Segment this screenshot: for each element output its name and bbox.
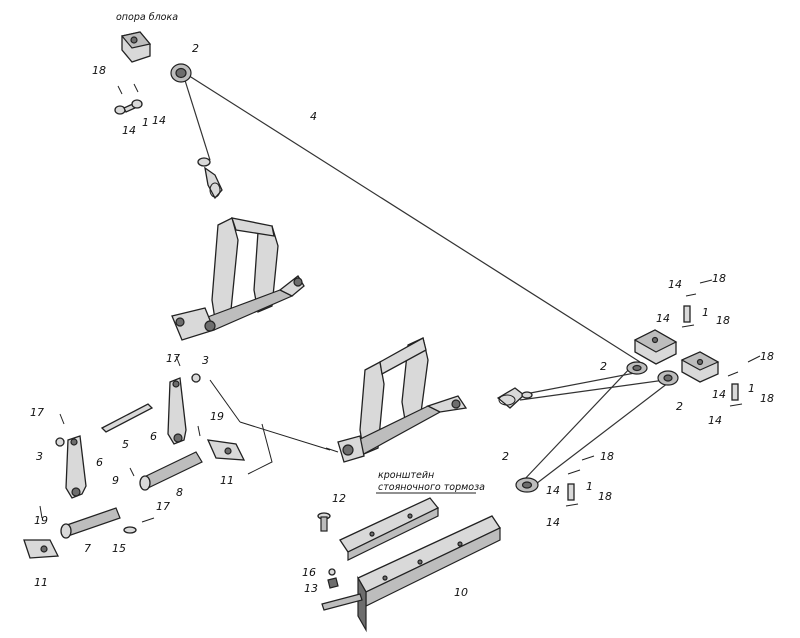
label-c-10: 10 xyxy=(454,586,468,599)
label-l-17b: 17 xyxy=(30,406,44,419)
lever-6-upper xyxy=(167,377,187,445)
label-l-5: 5 xyxy=(122,438,129,451)
label-r-pulley-2a: 2 xyxy=(600,360,607,373)
label-l-7: 7 xyxy=(84,542,91,555)
leader-lines xyxy=(209,379,339,475)
label-l-11b: 11 xyxy=(34,576,48,589)
label-l-3a: 3 xyxy=(202,354,209,367)
right-pin-set-3 xyxy=(565,455,595,507)
label-top-1: 1 xyxy=(142,116,149,129)
cable-top-end xyxy=(182,73,211,161)
caption-bracket-2: стояночного тормоза xyxy=(378,482,485,493)
label-r-18b: 18 xyxy=(716,314,730,327)
label-r-14e: 14 xyxy=(546,484,560,497)
label-l-9: 9 xyxy=(112,474,119,487)
label-r-14d: 14 xyxy=(708,414,722,427)
cable-run-lower-a xyxy=(521,364,634,483)
lever-6-lower xyxy=(65,435,87,499)
label-r-1b: 1 xyxy=(748,382,755,395)
label-l-6b: 6 xyxy=(96,456,103,469)
label-r-14f: 14 xyxy=(546,516,560,529)
right-pulley-c xyxy=(515,477,539,493)
link-11-upper xyxy=(206,439,246,461)
label-top-18: 18 xyxy=(92,64,106,77)
label-c-12: 12 xyxy=(332,492,346,505)
label-r-pulley-2c: 2 xyxy=(502,450,509,463)
label-l-8: 8 xyxy=(176,486,183,499)
label-top-14a: 14 xyxy=(122,124,136,137)
label-r-pulley-2b: 2 xyxy=(676,400,683,413)
block-support xyxy=(120,31,152,63)
bracket-frame-center xyxy=(337,337,468,463)
bolt-12 xyxy=(317,512,331,532)
nut-13 xyxy=(327,568,339,589)
cable-4 xyxy=(182,71,641,363)
caption-bracket-1: кронштейн xyxy=(378,470,434,481)
plate-5 xyxy=(100,403,154,433)
label-cable-4: 4 xyxy=(310,110,317,123)
label-c-16: 16 xyxy=(302,566,316,579)
shaft-7 xyxy=(60,507,121,539)
caption-block-support: опора блока xyxy=(116,12,178,23)
link-11-lower xyxy=(23,539,60,559)
label-r-14b: 14 xyxy=(656,312,670,325)
label-r-1a: 1 xyxy=(702,306,709,319)
label-top-pulley: 2 xyxy=(192,42,199,55)
bracket-rail-upper xyxy=(339,497,440,561)
small-washers xyxy=(55,373,201,534)
label-l-11a: 11 xyxy=(220,474,234,487)
label-r-18f: 18 xyxy=(598,490,612,503)
top-cable-hook xyxy=(197,157,223,200)
right-pin-set-1 xyxy=(681,279,713,328)
right-cable-hook xyxy=(496,387,533,409)
label-l-6a: 6 xyxy=(150,430,157,443)
cable-run-hook xyxy=(519,371,641,396)
cable-run-hook-b xyxy=(519,379,666,401)
label-top-14b: 14 xyxy=(152,114,166,127)
cable-run-lower-b xyxy=(527,382,669,491)
label-r-1c: 1 xyxy=(586,480,593,493)
bracket-frame-top xyxy=(171,217,305,341)
label-r-18d: 18 xyxy=(760,392,774,405)
label-r-14a: 14 xyxy=(668,278,682,291)
label-l-17c: 17 xyxy=(156,500,170,513)
right-pin-set-2 xyxy=(727,355,761,407)
label-l-19b: 19 xyxy=(34,514,48,527)
right-pulley-a xyxy=(626,361,648,375)
label-r-18a: 18 xyxy=(712,272,726,285)
label-r-18e: 18 xyxy=(600,450,614,463)
label-l-19a: 19 xyxy=(210,410,224,423)
label-r-14c: 14 xyxy=(712,388,726,401)
small-pins xyxy=(39,355,201,523)
right-support-block-b xyxy=(680,351,720,383)
label-c-13: 13 xyxy=(304,582,318,595)
right-pulley-b xyxy=(657,370,679,386)
top-bolt-assembly xyxy=(114,83,143,115)
bracket-rail-lower xyxy=(357,515,501,633)
shaft-8 xyxy=(139,451,203,491)
label-l-3b: 3 xyxy=(36,450,43,463)
label-l-17a: 17 xyxy=(166,352,180,365)
right-support-block-a xyxy=(633,329,678,365)
label-r-18c: 18 xyxy=(760,350,774,363)
pin-shaft xyxy=(321,593,363,611)
top-pulley xyxy=(170,63,192,83)
label-l-15: 15 xyxy=(112,542,126,555)
